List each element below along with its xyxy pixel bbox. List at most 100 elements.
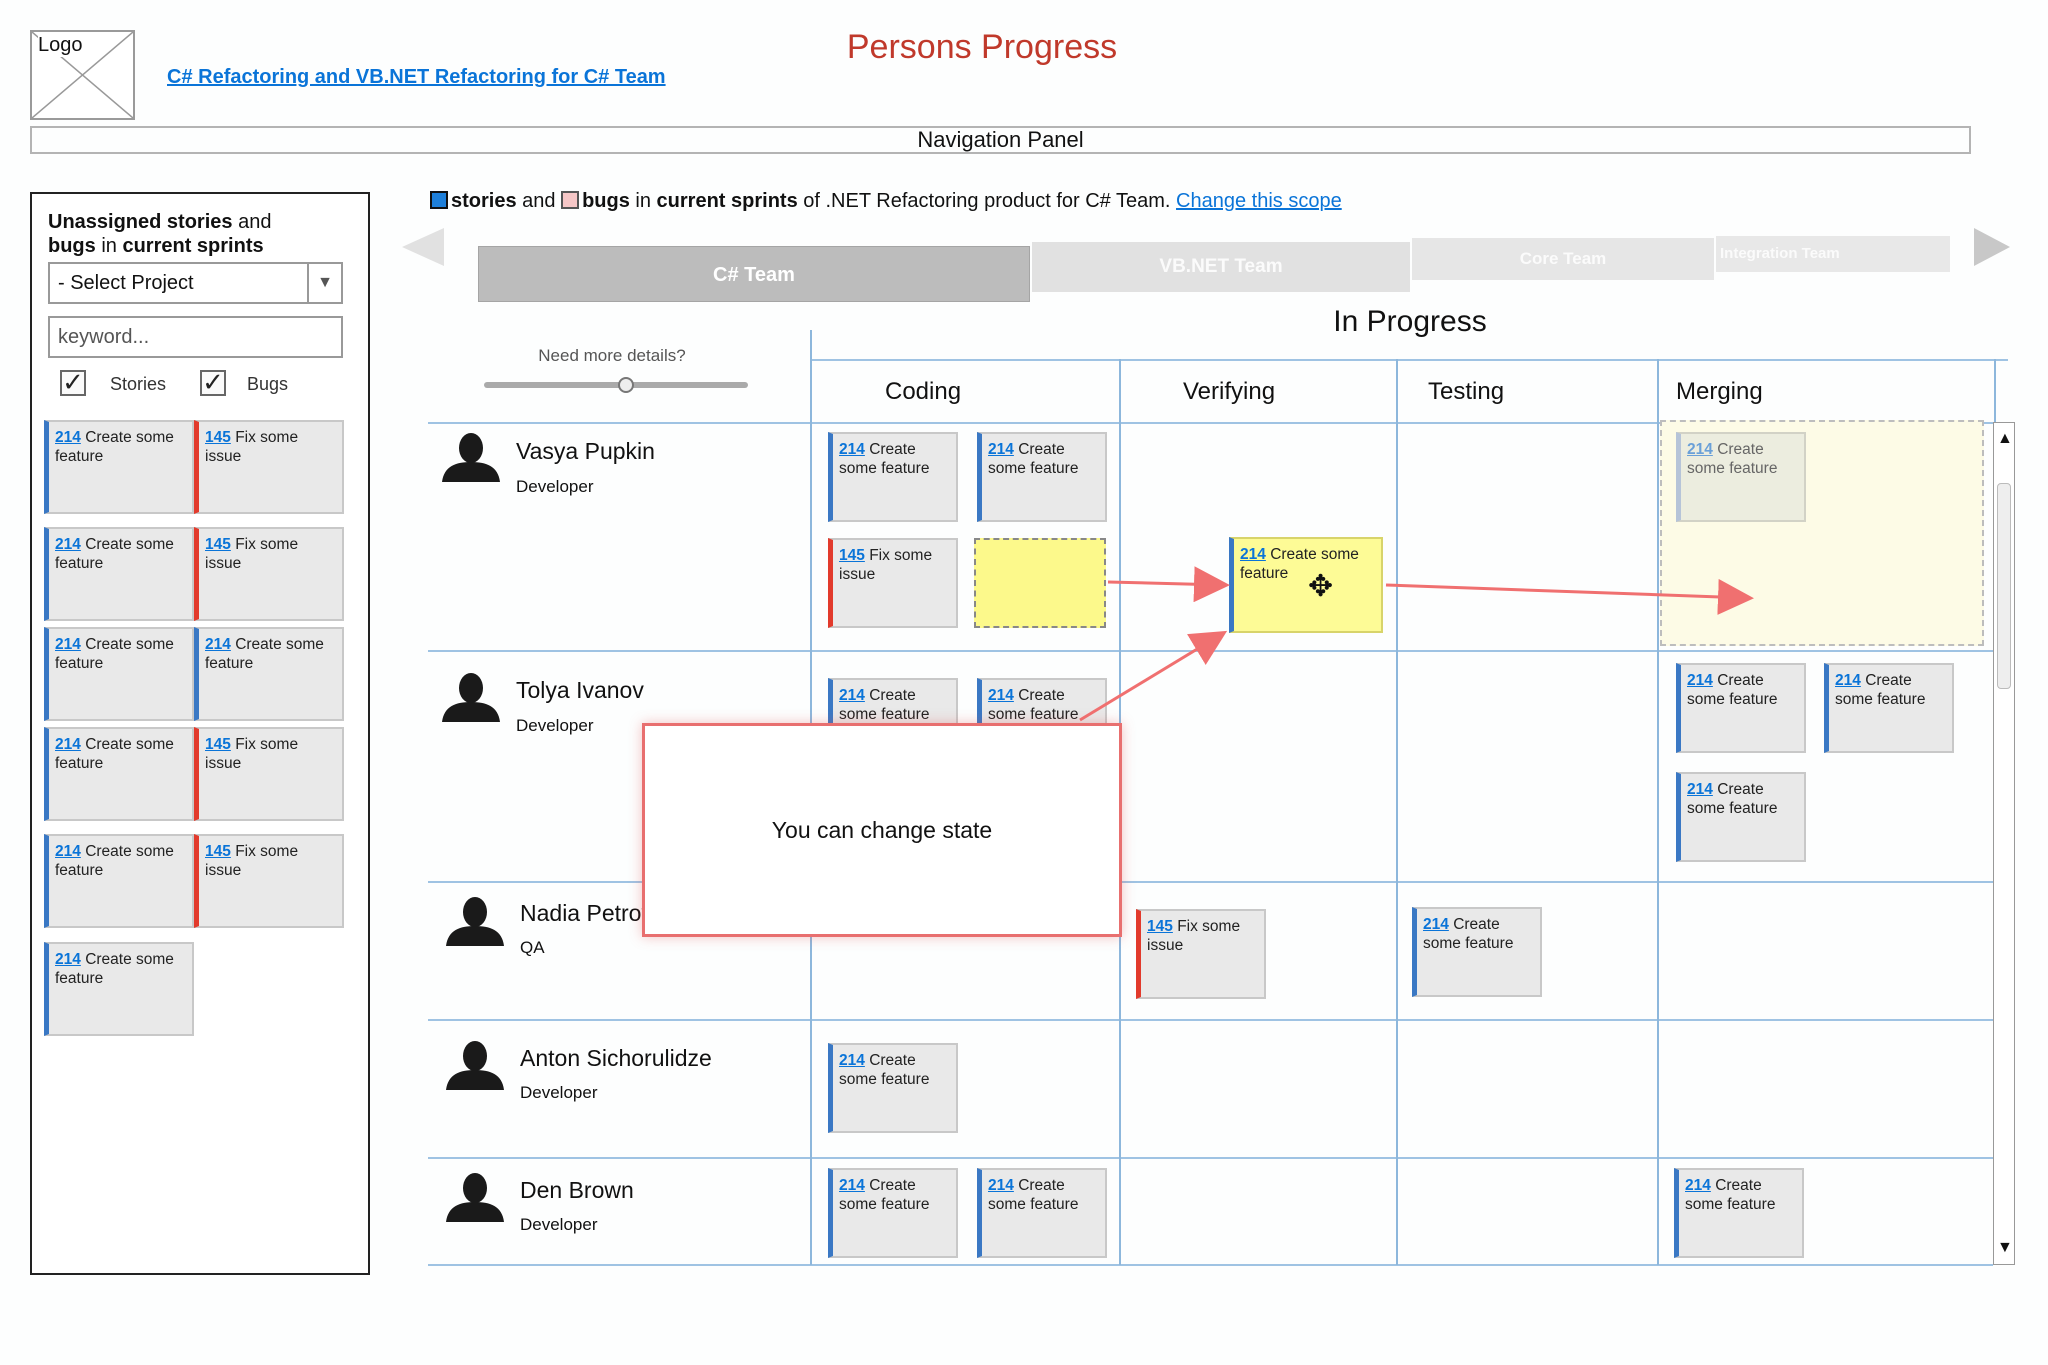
card-title: Create some feature	[55, 636, 174, 672]
scroll-thumb[interactable]	[1997, 483, 2011, 689]
project-link[interactable]: C# Refactoring and VB.NET Refactoring fo…	[167, 66, 666, 88]
card-number-link[interactable]: 145	[205, 536, 231, 553]
card-number-link[interactable]: 214	[1835, 672, 1861, 689]
unassigned-panel: Unassigned stories and bugs in current s…	[30, 192, 370, 1275]
card-number-link[interactable]: 214	[988, 441, 1014, 458]
column-coding: Coding	[885, 378, 962, 405]
tab-vbnet-team[interactable]: VB.NET Team	[1032, 242, 1410, 292]
card-number-link[interactable]: 145	[205, 736, 231, 753]
card-number-link[interactable]: 214	[55, 636, 81, 653]
card-number-link[interactable]: 145	[1147, 918, 1173, 935]
coding-drop-placeholder[interactable]	[974, 538, 1106, 628]
story-card[interactable]: 214 Create some feature	[977, 1168, 1107, 1258]
unassigned-heading: Unassigned stories and bugs in current s…	[48, 211, 272, 257]
bug-card[interactable]: 145 Fix some issue	[828, 538, 958, 628]
bug-color-swatch	[561, 191, 580, 209]
card-number-link[interactable]: 214	[1423, 916, 1449, 933]
person-name: Nadia Petrova	[520, 900, 666, 926]
story-card[interactable]: 214 Create some feature	[44, 727, 194, 821]
story-card[interactable]: 214 Create some feature	[194, 627, 344, 721]
card-number-link[interactable]: 214	[55, 843, 81, 860]
change-scope-link[interactable]: Change this scope	[1176, 190, 1342, 212]
logo: Logo	[30, 30, 135, 120]
card-title: Fix some issue	[205, 736, 299, 772]
story-card[interactable]: 214 Create some feature	[1824, 663, 1954, 753]
card-number-link[interactable]: 214	[839, 441, 865, 458]
bug-card[interactable]: 145 Fix some issue	[194, 834, 344, 928]
story-card[interactable]: 214 Create some feature	[44, 942, 194, 1036]
board-scrollbar[interactable]: ▲ ▼	[1993, 422, 2015, 1265]
card-title: Fix some issue	[1147, 918, 1241, 954]
column-testing: Testing	[1428, 378, 1505, 405]
person-name: Anton Sichorulidze	[520, 1045, 712, 1071]
story-card[interactable]: 214 Create some feature	[1674, 1168, 1804, 1258]
card-number-link[interactable]: 214	[839, 1177, 865, 1194]
keyword-input[interactable]: keyword...	[48, 316, 343, 358]
story-card[interactable]: 214 Create some feature	[44, 627, 194, 721]
person-name: Vasya Pupkin	[516, 438, 655, 464]
card-number-link[interactable]: 145	[205, 843, 231, 860]
person-role: QA	[520, 938, 545, 957]
card-number-link[interactable]: 214	[205, 636, 231, 653]
card-title: Create some feature	[839, 1052, 930, 1088]
card-number-link[interactable]: 214	[1687, 672, 1713, 689]
prev-team-arrow-icon[interactable]	[400, 226, 446, 268]
card-number-link[interactable]: 214	[1687, 441, 1713, 458]
story-card[interactable]: 214 Create some feature	[44, 420, 194, 514]
card-title: Create some feature	[839, 687, 930, 723]
card-number-link[interactable]: 214	[839, 687, 865, 704]
details-slider[interactable]	[484, 382, 748, 388]
story-card[interactable]: 214 Create some feature	[44, 527, 194, 621]
card-number-link[interactable]: 214	[988, 1177, 1014, 1194]
scroll-up-icon[interactable]: ▲	[1997, 430, 2013, 447]
avatar-icon	[442, 673, 500, 722]
tab-csharp-team[interactable]: C# Team	[478, 246, 1030, 302]
story-card[interactable]: 214 Create some feature	[828, 432, 958, 522]
card-number-link[interactable]: 145	[205, 429, 231, 446]
ghost-story-card[interactable]: 214 Create some feature	[1676, 432, 1806, 522]
bug-card[interactable]: 145 Fix some issue	[194, 727, 344, 821]
card-title: Fix some issue	[839, 547, 933, 583]
bug-card[interactable]: 145 Fix some issue	[194, 420, 344, 514]
story-card[interactable]: 214 Create some feature	[1412, 907, 1542, 997]
chevron-down-icon[interactable]: ▼	[307, 264, 341, 302]
card-number-link[interactable]: 214	[55, 736, 81, 753]
card-number-link[interactable]: 145	[839, 547, 865, 564]
person-name: Den Brown	[520, 1177, 634, 1203]
person-role: Developer	[516, 716, 594, 735]
card-title: Create some feature	[55, 951, 174, 987]
scroll-down-icon[interactable]: ▼	[1997, 1239, 2013, 1256]
card-title: Create some feature	[1687, 441, 1778, 477]
card-number-link[interactable]: 214	[988, 687, 1014, 704]
card-number-link[interactable]: 214	[1685, 1177, 1711, 1194]
story-card[interactable]: 214 Create some feature	[977, 432, 1107, 522]
card-number-link[interactable]: 214	[839, 1052, 865, 1069]
avatar-icon	[442, 433, 500, 482]
card-title: Create some feature	[839, 441, 930, 477]
bug-card[interactable]: 145 Fix some issue	[1136, 909, 1266, 999]
column-verifying: Verifying	[1183, 378, 1276, 405]
card-number-link[interactable]: 214	[55, 429, 81, 446]
details-slider-thumb[interactable]	[618, 377, 634, 393]
stories-checkbox[interactable]: ✓	[60, 369, 86, 396]
story-card[interactable]: 214 Create some feature	[1676, 663, 1806, 753]
story-card[interactable]: 214 Create some feature	[828, 1043, 958, 1133]
tab-integration-team[interactable]: Integration Team	[1716, 236, 1950, 272]
tab-core-team[interactable]: Core Team	[1412, 238, 1714, 280]
bugs-checkbox[interactable]: ✓	[200, 369, 226, 396]
card-title: Create some feature	[205, 636, 324, 672]
story-card[interactable]: 214 Create some feature	[44, 834, 194, 928]
card-title: Create some feature	[988, 441, 1079, 477]
navigation-panel[interactable]: Navigation Panel	[30, 126, 1971, 154]
card-number-link[interactable]: 214	[55, 951, 81, 968]
project-select[interactable]: - Select Project ▼	[48, 262, 343, 304]
card-number-link[interactable]: 214	[55, 536, 81, 553]
dragged-story-card[interactable]: 214 Create some feature ✥	[1229, 537, 1383, 633]
card-number-link[interactable]: 214	[1687, 781, 1713, 798]
bug-card[interactable]: 145 Fix some issue	[194, 527, 344, 621]
story-card[interactable]: 214 Create some feature	[1676, 772, 1806, 862]
card-title: Fix some issue	[205, 843, 299, 879]
story-card[interactable]: 214 Create some feature	[828, 1168, 958, 1258]
next-team-arrow-icon[interactable]	[1972, 226, 2012, 268]
